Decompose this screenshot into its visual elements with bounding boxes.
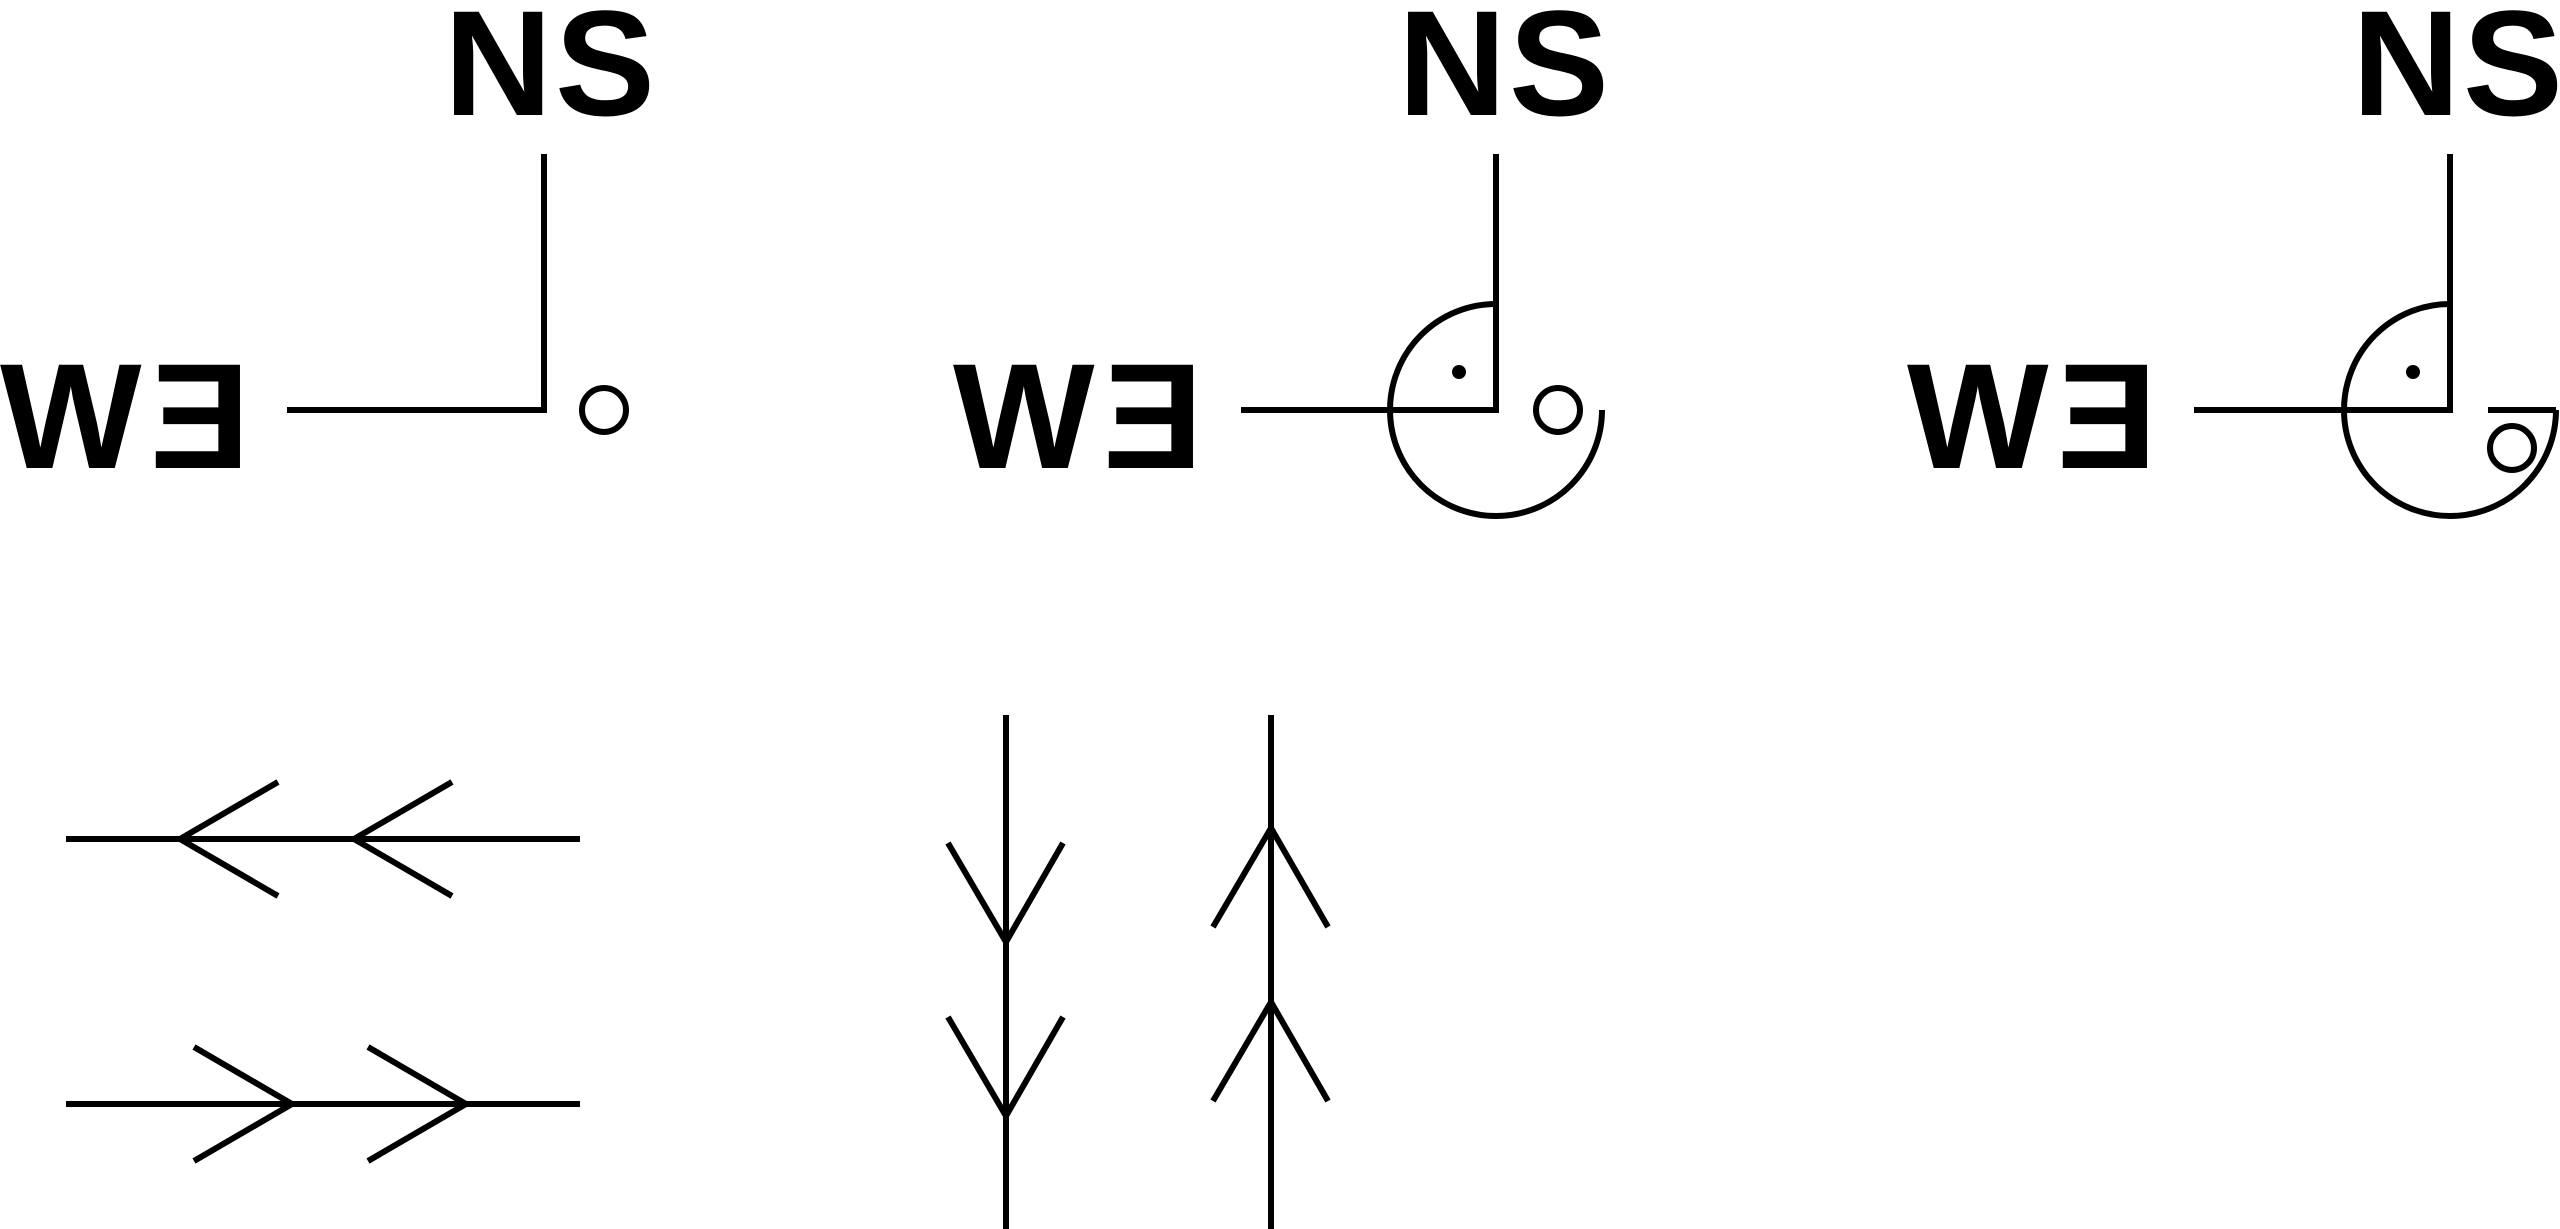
arrow-horizontal-right: [66, 1044, 580, 1164]
corner-line-3: [2194, 154, 2453, 413]
chevron-left-1: [174, 779, 280, 899]
chevron-up-2: [1210, 996, 1331, 1103]
arc-lower-2: [1387, 409, 1605, 519]
ring-2: [1533, 385, 1583, 435]
label-south-1: S: [555, 0, 655, 147]
arc-upper-3: [2341, 301, 2451, 411]
label-north-1: N: [444, 0, 552, 147]
ring-3: [2487, 423, 2537, 473]
compass-group-3: N S W E: [1907, 0, 2560, 519]
corner-line-1: [287, 154, 547, 413]
compass-group-1: N S W E: [0, 0, 655, 500]
arrow-horizontal-left: [66, 779, 580, 899]
label-west-1: W: [0, 332, 142, 500]
label-east-2: E: [1103, 332, 1203, 500]
chevron-right-1: [192, 1044, 298, 1164]
compass-group-2: N S W E: [953, 0, 1609, 519]
dot-2: [1452, 365, 1466, 379]
ring-1: [579, 385, 629, 435]
arrow-vertical-down: [945, 715, 1066, 1229]
label-south-2: S: [1509, 0, 1609, 147]
label-north-2: N: [1398, 0, 1506, 147]
label-east-2-mirrored: E: [1103, 332, 1203, 500]
label-east-1: E: [150, 332, 250, 500]
label-north-3: N: [2352, 0, 2460, 147]
arrow-vertical-up: [1210, 715, 1331, 1229]
chevron-right-2: [366, 1044, 472, 1164]
chevron-down-2: [945, 1015, 1066, 1122]
label-west-3: W: [1907, 332, 2049, 500]
chevron-down-1: [945, 841, 1066, 948]
label-east-3: E: [2057, 332, 2157, 500]
dot-3: [2406, 365, 2420, 379]
label-west-2: W: [953, 332, 1095, 500]
chevron-up-1: [1210, 822, 1331, 929]
corner-line-2: [1241, 154, 1499, 413]
label-south-3: S: [2463, 0, 2560, 147]
label-east-3-mirrored: E: [2057, 332, 2157, 500]
chevron-left-2: [348, 779, 454, 899]
arc-upper-2: [1387, 301, 1497, 411]
label-east-1-mirrored: E: [150, 332, 250, 500]
arc-lower-3: [2341, 409, 2559, 519]
